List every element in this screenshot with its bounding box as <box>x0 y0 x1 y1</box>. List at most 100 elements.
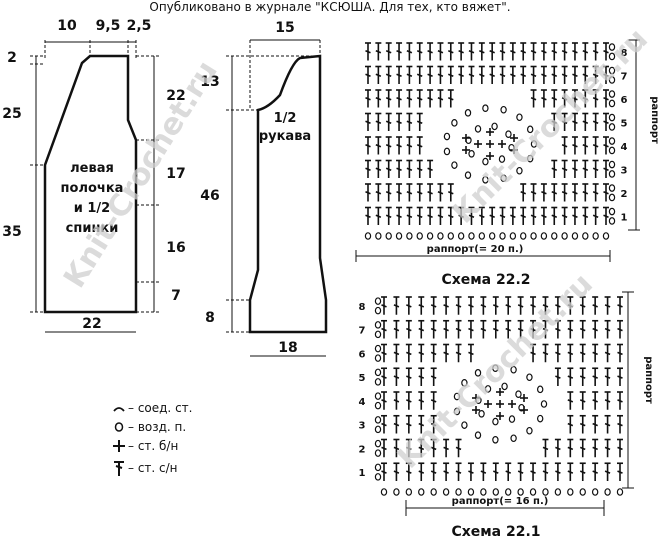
single-crochet-mark <box>474 140 482 148</box>
chain-mark <box>374 306 382 315</box>
single-crochet-mark <box>510 146 518 154</box>
chain-mark <box>530 140 538 148</box>
chain-mark <box>488 232 496 240</box>
double-crochet-mark <box>375 65 382 84</box>
double-crochet-mark <box>416 136 423 155</box>
double-crochet-mark <box>427 89 434 108</box>
chain-mark <box>374 463 382 472</box>
chain-mark <box>529 488 537 496</box>
chain-mark <box>608 184 616 192</box>
double-crochet-mark <box>385 89 392 108</box>
double-crochet-mark <box>554 343 561 363</box>
double-crochet-mark <box>592 42 599 61</box>
double-crochet-mark <box>520 206 527 225</box>
double-crochet-mark <box>592 112 599 131</box>
double-crochet-mark <box>406 112 413 131</box>
scheme-22-1-title: Схема 22.1 <box>451 524 540 540</box>
double-crochet-mark <box>561 65 568 84</box>
chain-mark <box>380 488 388 496</box>
chain-mark <box>474 125 482 133</box>
chain-mark <box>582 232 589 240</box>
chain-mark <box>608 99 616 108</box>
double-crochet-mark <box>430 343 437 363</box>
chain-mark <box>468 232 475 240</box>
double-crochet-mark <box>604 367 611 386</box>
front-label-line-1: левая <box>70 161 114 176</box>
double-crochet-mark <box>542 343 549 363</box>
double-crochet-mark <box>520 42 527 61</box>
chain-mark <box>505 130 512 138</box>
single-crochet-mark <box>486 128 494 136</box>
chain-mark <box>508 415 516 423</box>
double-crochet-mark <box>455 319 462 339</box>
double-crochet-mark <box>603 136 609 155</box>
chain-mark <box>482 157 489 166</box>
double-crochet-mark <box>561 206 568 225</box>
double-crochet-mark <box>427 159 434 178</box>
double-crochet-mark <box>443 343 450 363</box>
double-crochet-mark <box>567 319 574 339</box>
double-crochet-mark <box>592 319 599 339</box>
single-crochet-mark <box>510 134 518 142</box>
double-crochet-mark <box>542 438 549 458</box>
chain-mark <box>455 488 462 496</box>
double-crochet-mark <box>393 367 400 386</box>
double-crochet-mark <box>396 183 403 202</box>
row-number: 5 <box>359 373 366 384</box>
chain-mark <box>604 488 611 496</box>
double-crochet-mark <box>396 89 403 108</box>
double-crochet-mark <box>365 206 371 225</box>
double-crochet-mark <box>604 319 611 339</box>
published-note: Опубликовано в журнале "КСЮША. Для тех, … <box>149 0 510 14</box>
chain-mark <box>478 410 485 418</box>
double-crochet-mark <box>393 391 400 410</box>
double-crochet-mark <box>582 136 589 155</box>
chain-mark <box>468 150 475 158</box>
scheme-22-2-title: Схема 22.2 <box>441 272 530 288</box>
double-crochet-mark <box>603 89 609 108</box>
single-crochet-icon <box>113 440 125 452</box>
scheme-22-1-repeat-bottom: раппорт(= 16 п.) <box>452 496 549 507</box>
double-crochet-mark <box>505 296 512 315</box>
chain-mark <box>467 488 475 496</box>
double-crochet-mark <box>499 42 506 61</box>
row-number: 6 <box>621 95 628 106</box>
double-crochet-mark <box>551 159 558 178</box>
double-crochet-mark <box>571 89 578 108</box>
double-crochet-mark <box>509 42 516 61</box>
chain-mark <box>482 176 489 184</box>
chain-mark <box>453 392 461 401</box>
chain-mark <box>579 488 586 496</box>
chain-mark <box>608 113 616 122</box>
double-crochet-mark <box>406 42 413 61</box>
scheme-22-2-repeat-bottom: раппорт(= 20 п.) <box>427 244 524 255</box>
double-crochet-mark <box>458 42 465 61</box>
chain-mark <box>492 488 499 496</box>
row-number: 6 <box>359 349 366 360</box>
front-left-dim-3: 35 <box>2 224 21 240</box>
chain-mark <box>540 400 548 408</box>
double-crochet-mark <box>416 89 423 108</box>
chain-mark <box>374 473 382 481</box>
row-number: 3 <box>359 421 366 432</box>
chain-mark <box>500 105 507 114</box>
double-crochet-mark <box>396 206 403 225</box>
front-top-dim-3: 2,5 <box>127 18 152 34</box>
double-crochet-mark <box>443 319 450 339</box>
double-crochet-mark <box>381 319 387 339</box>
row-number: 7 <box>359 326 366 337</box>
front-piece-diagram: 10 9,5 2,5 2 25 35 22 17 16 7 22 л <box>2 18 186 333</box>
double-crochet-mark <box>579 414 586 434</box>
double-crochet-mark <box>455 296 462 315</box>
double-crochet-mark <box>385 136 392 155</box>
double-crochet-mark <box>603 183 609 202</box>
chain-mark <box>591 488 599 496</box>
single-crochet-mark <box>496 400 504 408</box>
double-crochet-mark <box>385 159 392 178</box>
double-crochet-mark <box>381 462 387 481</box>
double-crochet-mark <box>592 183 599 202</box>
double-crochet-mark <box>603 65 609 84</box>
double-crochet-mark <box>571 159 578 178</box>
chain-mark <box>536 385 544 394</box>
single-crochet-mark <box>508 400 516 408</box>
